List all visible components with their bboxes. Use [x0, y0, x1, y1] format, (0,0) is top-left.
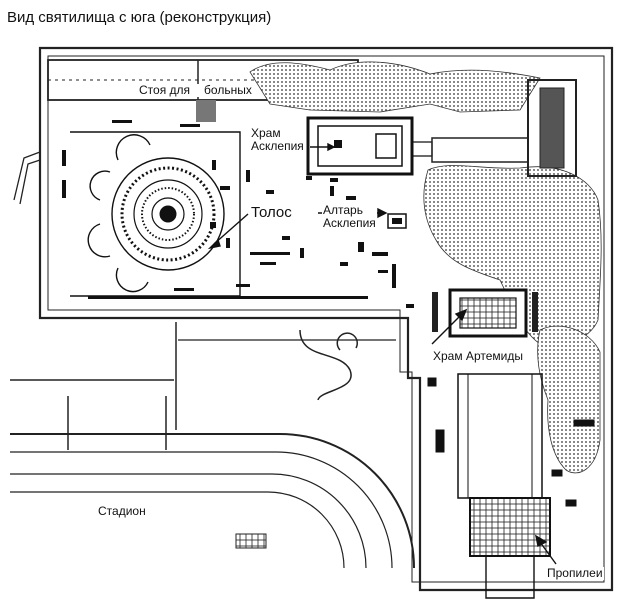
temple-of-artemis	[432, 288, 538, 338]
east-colonnade	[431, 79, 577, 177]
altar-label: Алтарь Асклепия	[322, 203, 377, 230]
altar-label-line1: Алтарь	[323, 203, 363, 217]
altar-of-asklepios	[387, 213, 407, 229]
stadium	[10, 322, 415, 569]
temple-artemis-label: Храм Артемиды	[432, 349, 524, 363]
monument-bases	[62, 120, 414, 308]
stadium-label: Стадион	[97, 504, 147, 518]
stoa-label-part2: больных	[204, 83, 252, 97]
stoa-label: Стоя для больных	[138, 84, 253, 97]
tholos-label: Толос	[250, 204, 293, 221]
page-title: Вид святилища с юга (реконструкция)	[6, 9, 273, 26]
altar-label-line2: Асклепия	[323, 215, 376, 230]
temple-asklepios-label-line1: Храм	[251, 126, 281, 140]
temple-asklepios-label: Храм Асклепия	[250, 126, 305, 153]
propylaea-label: Пропилеи	[546, 566, 604, 580]
west-approach	[13, 151, 41, 205]
vegetation	[249, 61, 602, 474]
temple-of-asklepios	[306, 116, 433, 176]
propylaea-avenue	[427, 373, 595, 599]
tholos	[70, 131, 241, 297]
enclosure-walls	[38, 46, 614, 592]
temple-asklepios-label-line2: Асклепия	[251, 138, 304, 153]
stoa-label-part1: Стоя для	[139, 83, 191, 97]
